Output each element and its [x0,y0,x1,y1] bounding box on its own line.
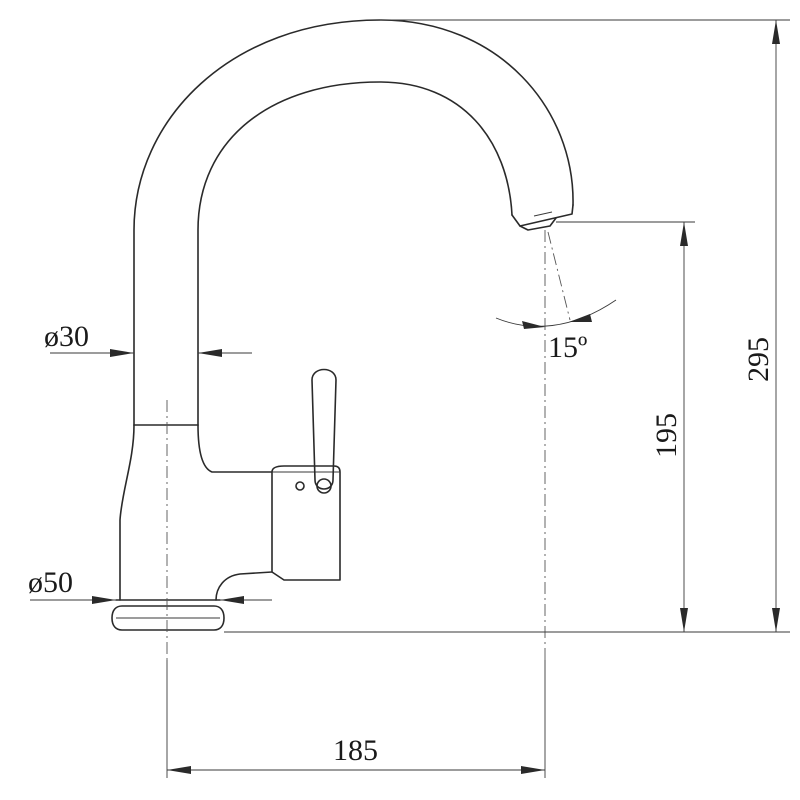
center-lines [166,230,571,660]
faucet-outline [111,19,574,631]
dimension-labels: ø30 ø50 15º 185 195 295 [28,320,775,767]
dimension-lines [30,19,790,778]
swivel-angle-label: 15º [548,331,587,364]
total-height-label: 295 [742,337,775,382]
spout-diameter-label: ø30 [44,320,89,353]
outlet-height-label: 195 [650,413,683,458]
projection-label: 185 [333,734,378,767]
base-diameter-label: ø50 [28,566,73,599]
